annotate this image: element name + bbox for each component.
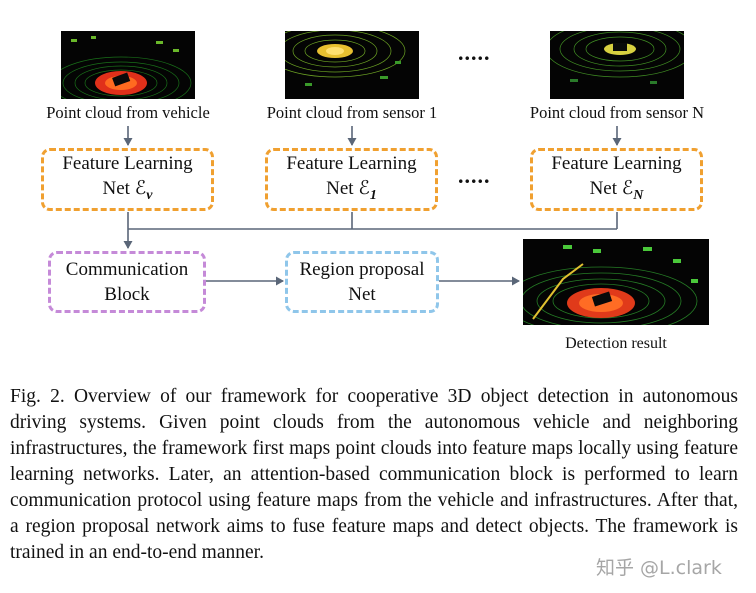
- epsilon-symbol: ℰ: [134, 177, 147, 199]
- subscript-1: 1: [369, 188, 377, 203]
- feature-net-vehicle-line2: Net: [102, 178, 130, 199]
- region-proposal-line2: Net: [348, 284, 376, 305]
- feature-learning-net-sensor-1: Feature Learning Net ℰ1: [265, 148, 438, 211]
- detection-result-label: Detection result: [565, 335, 667, 352]
- subscript-n: N: [633, 188, 644, 203]
- feature-learning-net-sensor-n: Feature Learning Net ℰN: [530, 148, 703, 211]
- top-ellipsis: .....: [458, 40, 491, 65]
- vehicle-input-label: Point cloud from vehicle: [46, 103, 210, 122]
- sensor-1-input-label: Point cloud from sensor 1: [266, 103, 438, 122]
- vehicle-point-cloud-image: [61, 31, 195, 99]
- region-proposal-net: Region proposal Net: [285, 251, 439, 313]
- feature-net-sensor1-line2: Net: [326, 178, 354, 199]
- feature-net-sensorn-line2: Net: [589, 178, 618, 199]
- region-proposal-line1: Region proposal: [299, 259, 425, 280]
- communication-block: Communication Block: [48, 251, 206, 313]
- epsilon-symbol: ℰ: [358, 177, 370, 199]
- sensor-n-input-label: Point cloud from sensor N: [529, 103, 705, 122]
- sensor-1-point-cloud-image: [285, 31, 419, 99]
- communication-line2: Block: [104, 284, 150, 305]
- communication-line1: Communication: [65, 259, 189, 280]
- watermark: 知乎 @L.clark: [596, 557, 722, 579]
- feature-net-sensorn-line1: Feature Learning: [551, 153, 682, 174]
- detection-result-image: [523, 239, 709, 325]
- figure-caption: Fig. 2. Overview of our framework for co…: [10, 386, 738, 563]
- feature-net-vehicle-line1: Feature Learning: [62, 153, 193, 174]
- epsilon-symbol: ℰ: [621, 177, 634, 199]
- middle-ellipsis: .....: [458, 163, 491, 188]
- feature-learning-net-vehicle: Feature Learning Net ℰv: [41, 148, 214, 211]
- sensor-n-point-cloud-image: [550, 31, 684, 99]
- feature-net-sensor1-line1: Feature Learning: [286, 153, 417, 174]
- subscript-v: v: [146, 188, 153, 203]
